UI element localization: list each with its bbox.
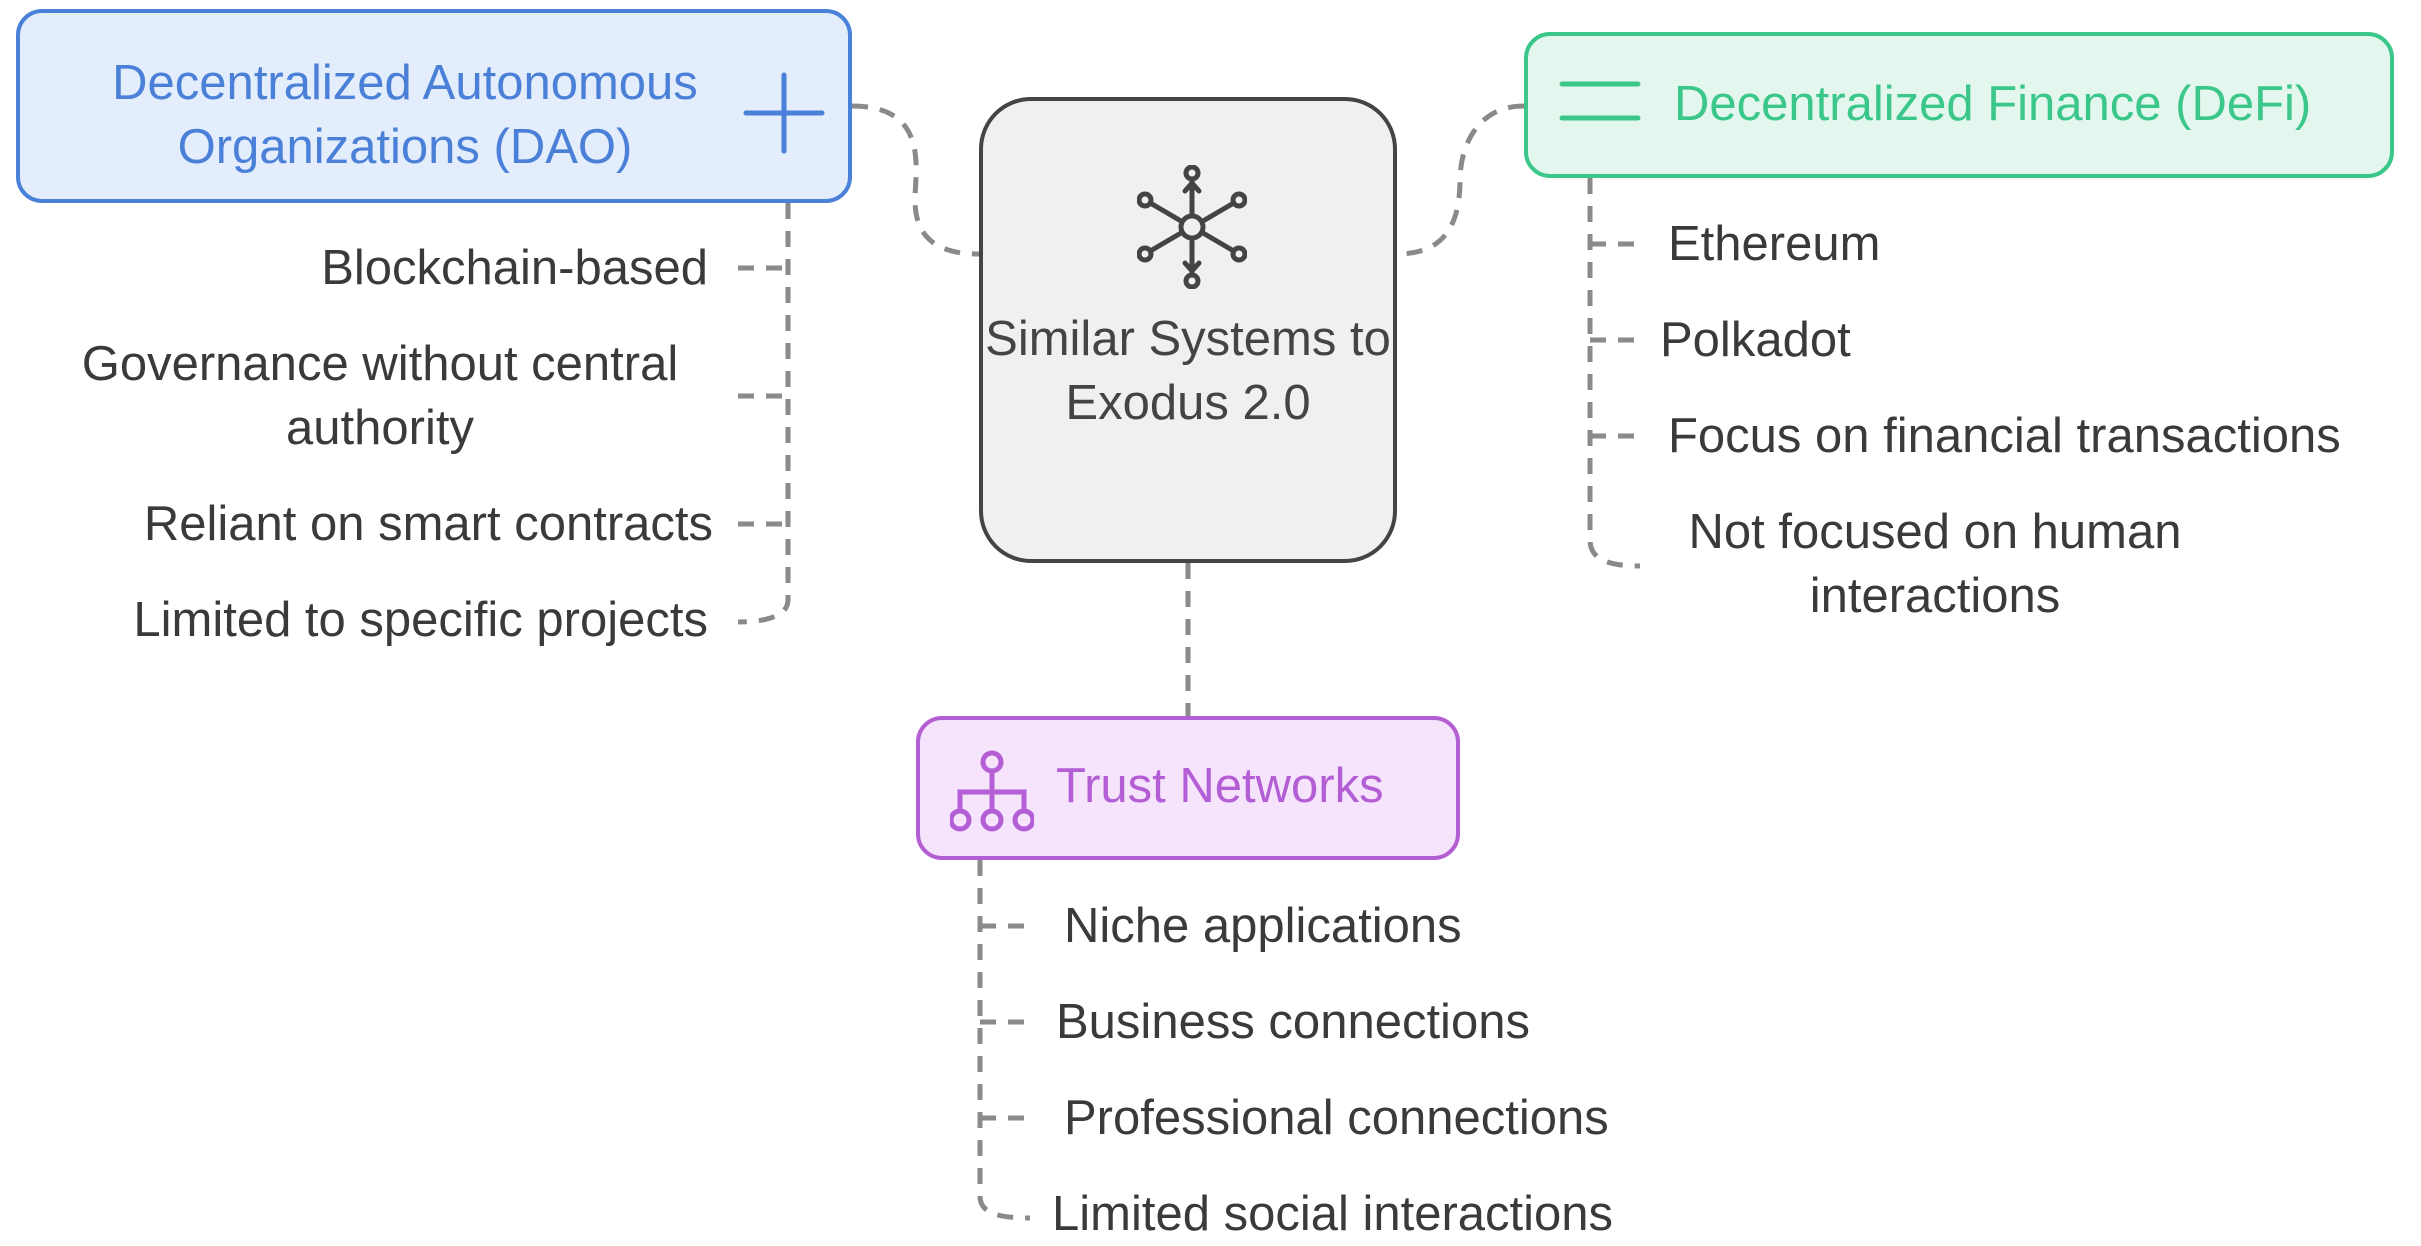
trust-item-social: Limited social interactions bbox=[1052, 1187, 1614, 1241]
dao-item-governance: Governance without central authority bbox=[81, 337, 679, 455]
trust-title: Trust Networks bbox=[1056, 759, 1384, 813]
plus-icon bbox=[743, 72, 825, 154]
hierarchy-icon bbox=[950, 750, 1034, 832]
defi-title: Decentralized Finance (DeFi) bbox=[1674, 77, 2312, 131]
defi-item-human: Not focused on human interactions bbox=[1688, 505, 2182, 623]
defi-node[interactable]: Decentralized Finance (DeFi) bbox=[1524, 32, 2394, 178]
center-node[interactable]: Similar Systems to Exodus 2.0 bbox=[979, 97, 1397, 563]
dao-node[interactable]: Decentralized Autonomous Organizations (… bbox=[16, 9, 852, 203]
equals-icon bbox=[1559, 81, 1641, 121]
trust-item-niche: Niche applications bbox=[1064, 899, 1462, 953]
dao-item-blockchain: Blockchain-based bbox=[321, 241, 708, 295]
trust-item-business: Business connections bbox=[1056, 995, 1530, 1049]
trust-item-professional: Professional connections bbox=[1064, 1091, 1609, 1145]
dao-title: Decentralized Autonomous Organizations (… bbox=[112, 56, 698, 174]
dao-item-limited: Limited to specific projects bbox=[133, 593, 708, 647]
defi-item-ethereum: Ethereum bbox=[1668, 217, 1881, 271]
dao-item-smart-contracts: Reliant on smart contracts bbox=[143, 497, 713, 551]
trust-node[interactable]: Trust Networks bbox=[916, 716, 1460, 860]
network-hub-icon bbox=[1137, 165, 1247, 289]
defi-item-polkadot: Polkadot bbox=[1660, 313, 1851, 367]
defi-item-financial: Focus on financial transactions bbox=[1668, 409, 2341, 463]
center-title: Similar Systems to Exodus 2.0 bbox=[985, 312, 1391, 430]
